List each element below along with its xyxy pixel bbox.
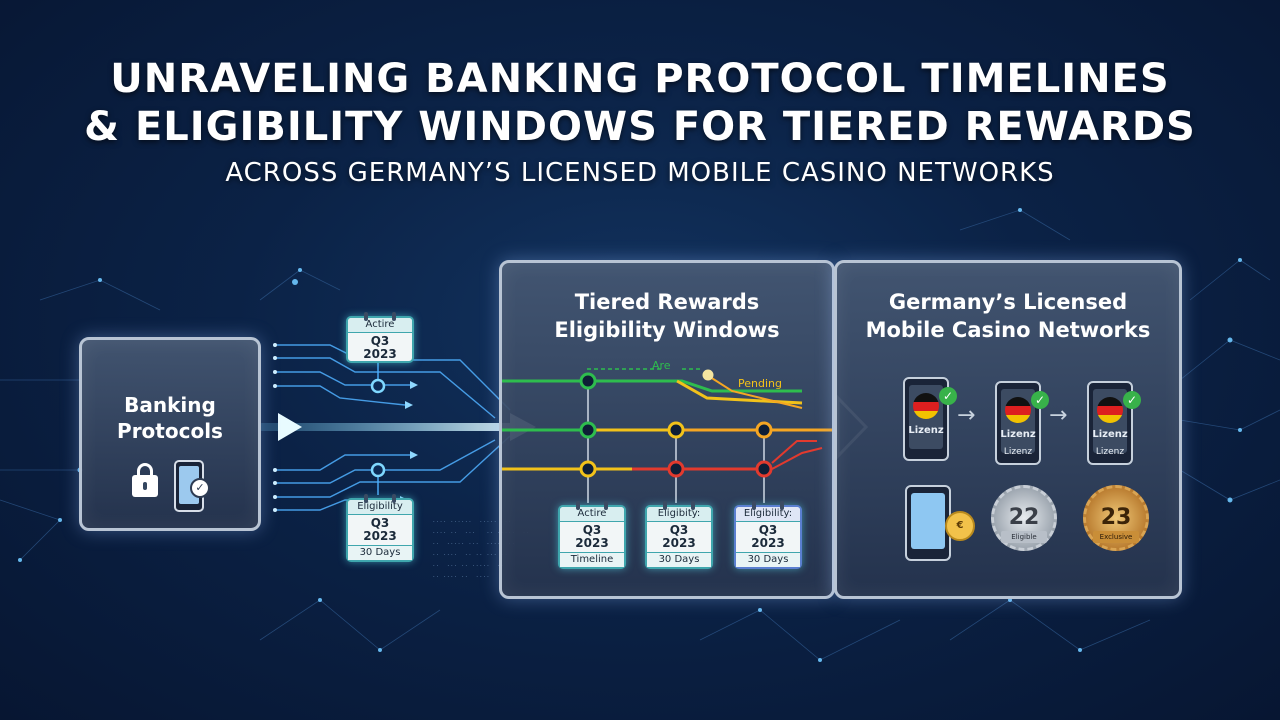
page-subtitle: ACROSS GERMANY’S LICENSED MOBILE CASINO … <box>225 158 1055 188</box>
banking-protocols-title: Banking Protocols <box>117 393 223 443</box>
calendar-timeline: Actire Q3 2023 Timeline <box>558 501 626 569</box>
phone-check-icon: ✓ <box>174 460 210 512</box>
calendar-eligibility-q3: Eligibility Q3 2023 30 Days <box>346 494 414 562</box>
licensed-phone-1: ✓ Lizenz <box>903 377 957 461</box>
tiered-rewards-title: Tiered Rewards Eligibility Windows <box>554 290 780 342</box>
calendar-eligibility-2: Eligibility: Q3 2023 30 Days <box>734 501 802 569</box>
lock-icon <box>132 463 158 497</box>
germany-flag-icon <box>1005 397 1031 423</box>
banking-protocols-panel: Banking Protocols ✓ <box>79 337 261 531</box>
calendar-head: Actire <box>348 318 412 333</box>
calendar-quarter: Q3 <box>758 523 778 537</box>
check-icon: ✓ <box>190 478 210 498</box>
calendar-footer: 30 Days <box>647 552 711 567</box>
germany-flag-icon <box>913 393 939 419</box>
line-label-top: Are <box>652 359 671 372</box>
calendar-active-q3: Actire Q3 2023 <box>346 312 414 363</box>
arrow-right-icon: → <box>1049 403 1068 428</box>
arrow-right-icon: → <box>957 403 976 428</box>
calendar-quarter: Q3 <box>370 334 390 348</box>
tiered-rewards-panel: Tiered Rewards Eligibility Windows <box>499 260 835 599</box>
licensed-networks-title: Germany’s Licensed Mobile Casino Network… <box>865 290 1151 342</box>
germany-flag-icon <box>1097 397 1123 423</box>
check-icon: ✓ <box>1031 391 1049 409</box>
page-title-line1: UNRAVELING BANKING PROTOCOL TIMELINES <box>110 56 1170 102</box>
calendar-year: 2023 <box>751 536 785 550</box>
calendar-quarter: Q3 <box>582 523 602 537</box>
calendar-year: 2023 <box>363 529 397 543</box>
calendar-year: 2023 <box>363 347 397 361</box>
calendar-head: Actire <box>560 507 624 522</box>
gold-badge-ribbon: Exclusive <box>1093 531 1139 543</box>
calendar-head: Eligibity: <box>647 507 711 522</box>
page-title-line2: & ELIGIBILITY WINDOWS FOR TIERED REWARDS <box>84 104 1196 150</box>
licensed-phone-3: ✓ Lizenz Lizenz <box>1087 381 1141 465</box>
calendar-footer: 30 Days <box>348 545 412 560</box>
phone-license-sublabel: Lizenz <box>1095 447 1125 457</box>
line-label-pending: Pending <box>738 377 782 390</box>
phone-license-label: Lizenz <box>1000 429 1036 440</box>
licensed-phone-2: ✓ Lizenz Lizenz <box>995 381 1049 465</box>
calendar-year: 2023 <box>575 536 609 550</box>
phone-license-sublabel: Lizenz <box>1003 447 1033 457</box>
calendar-quarter: Q3 <box>669 523 689 537</box>
phone-license-label: Lizenz <box>1092 429 1128 440</box>
silver-badge-ribbon: Eligible <box>1001 531 1047 543</box>
payment-phone <box>905 485 951 561</box>
coin-icon: € <box>945 511 975 541</box>
calendar-head: Eligibility: <box>736 507 800 522</box>
calendar-eligibility-1: Eligibity: Q3 2023 30 Days <box>645 501 713 569</box>
calendar-quarter: Q3 <box>370 516 390 530</box>
calendar-footer: Timeline <box>560 552 624 567</box>
calendar-footer: 30 Days <box>736 552 800 567</box>
calendar-head: Eligibility <box>348 500 412 515</box>
check-icon: ✓ <box>939 387 957 405</box>
phone-license-label: Lizenz <box>908 425 944 436</box>
eligibility-timeline-lines <box>502 368 832 503</box>
licensed-networks-panel: Germany’s Licensed Mobile Casino Network… <box>834 260 1182 599</box>
calendar-year: 2023 <box>662 536 696 550</box>
check-icon: ✓ <box>1123 391 1141 409</box>
